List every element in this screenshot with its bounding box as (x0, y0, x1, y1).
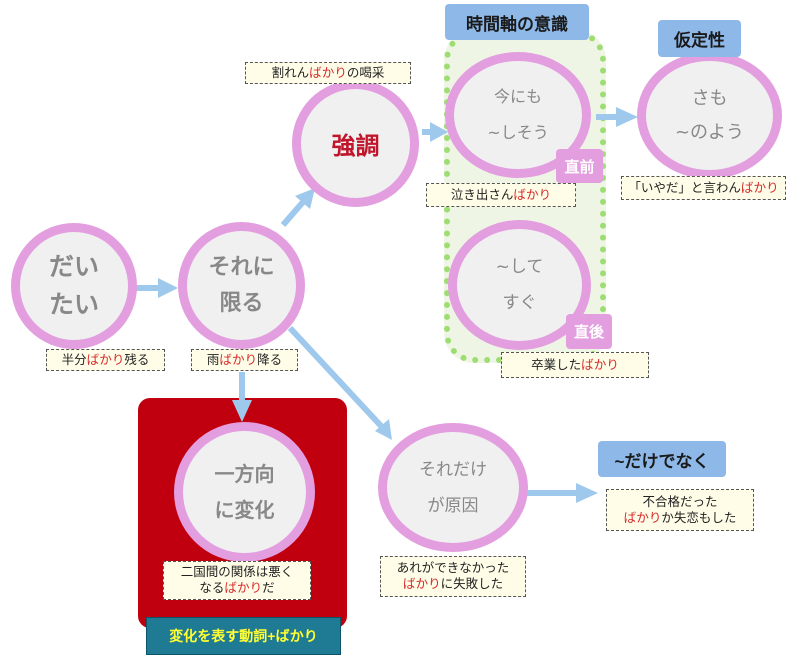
highlight-bakari: ばかり (513, 187, 552, 202)
example-text: 雨 (206, 352, 220, 367)
example-line: 二国間の関係は悪く (164, 564, 310, 580)
label-dakedenaku: ~だけでなく (598, 441, 726, 477)
example-wareru: 割れんばかりの喝采 (245, 62, 411, 84)
arrow-soreni-to-soredake-head (375, 419, 392, 440)
example-text: 不合格だった (642, 494, 718, 509)
example-line: ばかりか失恋もした (607, 510, 753, 526)
example-text: 二国間の関係は悪く (180, 564, 294, 579)
highlight-bakari: ばかり (623, 510, 662, 525)
example-text: か失恋もした (661, 510, 737, 525)
label-chokuzen: 直前 (556, 149, 603, 183)
node-kyouchou-label: 強調 (331, 132, 380, 160)
node-ippoukou: 一方向 に変化 (174, 422, 315, 562)
arrow-soreni-to-kyouchou-head (295, 188, 315, 209)
node-shitesugu-line1: ~して (495, 257, 544, 277)
example-line: 不合格だった (607, 494, 753, 510)
highlight-bakari: ばかり (740, 180, 779, 195)
highlight-bakari: ばかり (219, 352, 258, 367)
example-iyada: 「いやだ」と言わんばかり (621, 176, 786, 200)
example-line: 半分ばかり残る (47, 352, 164, 368)
arrow-soreni-to-soredake (287, 325, 385, 430)
highlight-bakari: ばかり (581, 357, 619, 372)
example-text: 「いやだ」と言わん (628, 180, 741, 195)
example-line: ばかりに失敗した (381, 576, 525, 592)
node-sore-ni-kagiru-line1: それに (208, 254, 275, 280)
example-line: あれができなかった (381, 560, 525, 576)
example-text: 降る (257, 352, 283, 367)
example-arega: あれができなかったばかりに失敗した (380, 556, 526, 597)
example-hanbun: 半分ばかり残る (46, 349, 165, 371)
node-daitai: だい たい (11, 223, 137, 349)
example-text: 泣き出さん (450, 187, 514, 202)
example-text: だ (262, 580, 275, 595)
example-text: 半分 (61, 352, 87, 367)
arrow-imanimo-to-samo-head (616, 107, 638, 127)
example-sotsugyou: 卒業したばかり (501, 352, 649, 378)
node-samo: さも ~のよう (637, 52, 782, 179)
highlight-bakari: ばかり (402, 576, 441, 591)
highlight-bakari: ばかり (86, 352, 125, 367)
node-shitesugu: ~して すぐ (448, 220, 591, 350)
example-nakidasu: 泣き出さんばかり (426, 183, 576, 207)
node-sore-ni-kagiru: それに 限る (178, 222, 305, 349)
node-samo-line1: さも (691, 87, 728, 109)
node-imanimo-line1: 今にも (493, 87, 542, 106)
arrow-soreni-to-kyouchou (280, 200, 306, 227)
example-line: 泣き出さんばかり (427, 187, 575, 203)
highlight-bakari: ばかり (224, 580, 263, 595)
arrow-kyouchou-to-imanimo-head (430, 122, 448, 142)
example-line: 卒業したばかり (502, 357, 648, 373)
node-ippoukou-line1: 一方向 (214, 462, 275, 486)
example-fugoukaku: 不合格だったばかりか失恋もした (606, 489, 754, 531)
node-imanimo-line2: ~しそう (487, 123, 549, 142)
node-soredake-line2: が原因 (427, 495, 479, 516)
example-line: 「いやだ」と言わんばかり (622, 180, 785, 196)
highlight-bakari: ばかり (309, 65, 347, 80)
example-nikoku: 二国間の関係は悪くなるばかりだ (163, 561, 311, 600)
node-sore-ni-kagiru-line2: 限る (219, 290, 264, 316)
node-daitai-line2: たい (48, 290, 99, 319)
label-jikanjiku: 時間軸の意識 (445, 4, 589, 40)
node-shitesugu-line2: すぐ (502, 293, 537, 313)
label-henka: 変化を表す動詞+ばかり (146, 617, 341, 655)
node-daitai-line1: だい (48, 252, 99, 281)
example-text: の喝采 (346, 65, 385, 80)
example-text: 割れん (271, 65, 310, 80)
node-samo-line2: ~のよう (674, 121, 745, 143)
example-line: なるばかりだ (164, 580, 310, 596)
example-text: 卒業した (531, 357, 582, 372)
arrow-daitai-to-soreni-head (158, 278, 178, 298)
example-ame: 雨ばかり降る (191, 349, 298, 371)
example-text: に失敗した (440, 576, 504, 591)
node-ippoukou-line2: に変化 (214, 498, 275, 522)
example-text: なる (199, 580, 225, 595)
arrow-soredake-to-dakedenaku-head (576, 483, 598, 503)
label-kateisei: 仮定性 (658, 20, 741, 57)
example-text: 残る (124, 352, 150, 367)
node-soredake-line1: それだけ (419, 459, 487, 480)
example-line: 雨ばかり降る (192, 352, 297, 368)
node-kyouchou: 強調 (292, 80, 419, 207)
example-text: あれができなかった (396, 560, 510, 575)
node-soredake: それだけ が原因 (378, 423, 528, 552)
arrow-soreni-down-to-ippoukou-head (232, 400, 252, 422)
example-line: 割れんばかりの喝采 (246, 65, 410, 81)
label-chokugo: 直後 (566, 314, 612, 349)
